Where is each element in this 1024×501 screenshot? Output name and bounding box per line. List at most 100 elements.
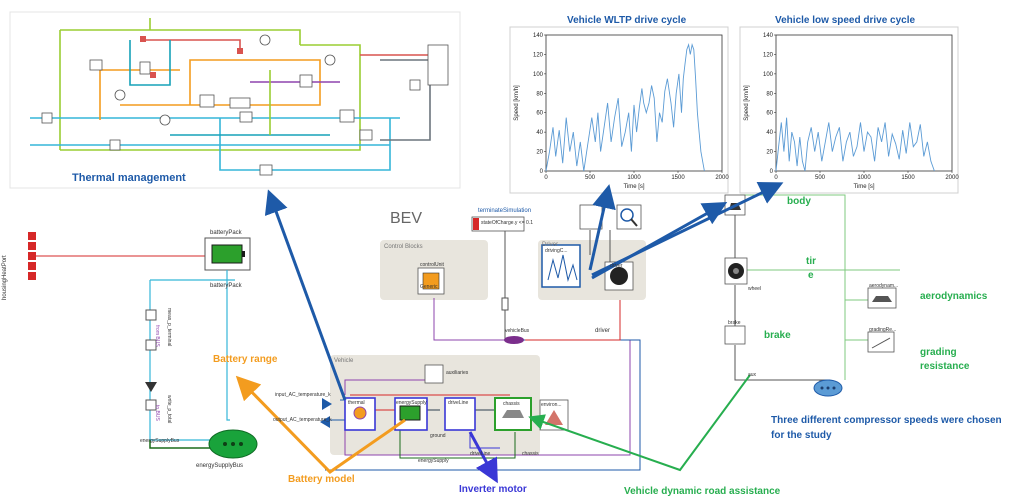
body-label: body [787, 196, 811, 207]
environment-label: environ... [541, 402, 562, 408]
thermal-schematic [9, 11, 461, 189]
wheel-label: wheel [748, 286, 762, 292]
x-tick-label: 1000 [627, 175, 641, 181]
y-tick-label: 0 [540, 169, 544, 175]
to-bus-label: to BUS [154, 405, 160, 421]
y-tick-label: 40 [536, 130, 543, 136]
y-tick-label: 120 [763, 52, 774, 58]
thermal-label: thermal [348, 400, 365, 406]
auxiliaries-label: auxiliaries [446, 370, 469, 376]
aerodynamics-block-label: aerodynam... [869, 283, 899, 289]
terminate-simulation-block [471, 216, 525, 232]
speed-series-line [775, 117, 935, 172]
y-tick-label: 40 [766, 130, 773, 136]
terminate-simulation-label: terminateSimulation [478, 208, 532, 214]
generic-label: Generic [420, 284, 438, 290]
driver-block-label: driver [610, 263, 623, 269]
y-axis-label: Speed [km/h] [514, 85, 520, 121]
x-axis-label: Time [s] [623, 184, 644, 190]
x-tick-label: 2000 [715, 175, 729, 181]
from-bus-label: from BUS [154, 325, 160, 347]
battery-pack-bottom-label: batteryPack [210, 283, 242, 289]
grading-label-line1: grading [920, 347, 957, 358]
y-tick-label: 20 [766, 150, 773, 156]
chassis-connector-label: chassis [522, 451, 539, 457]
aux-label: aux [748, 372, 757, 378]
y-tick-label: 100 [763, 72, 774, 78]
input-ac-label: input_AC_temperature_k [275, 392, 331, 398]
energy-supply-label: energySupply [396, 400, 427, 406]
battery-pack-detail [28, 232, 258, 459]
tire-label-line1: tir [806, 256, 816, 267]
output-ac-label: output_AC_temperature_k [273, 417, 332, 423]
ground-label: ground [430, 433, 446, 439]
road-assistance-label: Vehicle dynamic road assistance [624, 486, 781, 497]
y-tick-label: 140 [533, 33, 544, 39]
x-tick-label: 0 [774, 175, 778, 181]
grading-label-line2: resistance [920, 361, 970, 372]
x-tick-label: 1500 [671, 175, 685, 181]
y-axis-label: Speed [km/h] [744, 85, 750, 121]
chassis-detail [724, 194, 900, 397]
y-tick-label: 100 [533, 72, 544, 78]
housing-heat-port-label: housingHeatPort [2, 255, 8, 300]
driver-connector-label: driver [595, 328, 611, 334]
y-tick-label: 60 [766, 111, 773, 117]
brake-block [724, 325, 746, 345]
drive-line-block [444, 397, 476, 431]
thermal-management-arrow [264, 189, 347, 401]
battery-pack-top-label: batteryPack [210, 230, 242, 236]
terminate-condition-label: stateOfCharge.y <= 0.1 [481, 220, 533, 226]
vehicle-bus-label: vehicleBus [505, 328, 530, 334]
write-p-total-label: write_p_total [166, 395, 172, 424]
y-tick-label: 60 [536, 111, 543, 117]
x-tick-label: 500 [815, 175, 826, 181]
road-assistance-arrow [528, 374, 751, 472]
battery-range-label: Battery range [213, 354, 278, 365]
inverter-motor-arrow [468, 431, 498, 484]
compressor-label-line1: Three different compressor speeds were c… [771, 415, 1002, 426]
low-plot-title: Vehicle low speed drive cycle [775, 15, 916, 26]
battery-model-label: Battery model [288, 474, 355, 485]
y-tick-label: 80 [536, 91, 543, 97]
bev-system-diagram [320, 204, 646, 471]
auxiliaries-block [424, 364, 444, 384]
battery-arrow [235, 375, 406, 474]
energy-supply-connector-label: energySupply [418, 458, 449, 464]
grading-resistance-block [867, 331, 895, 353]
y-tick-label: 120 [533, 52, 544, 58]
x-tick-label: 2000 [945, 175, 959, 181]
compressor-label-line2: for the study [771, 430, 832, 441]
y-tick-label: 20 [536, 150, 543, 156]
drive-line-connector-label: driveLine [470, 451, 491, 457]
bev-title: BEV [390, 210, 423, 227]
tire-label-line2: e [808, 270, 814, 281]
driver-panel-title: Driver [542, 242, 558, 248]
x-axis-label: Time [s] [853, 184, 874, 190]
wltp-arrow [588, 184, 616, 271]
x-tick-label: 500 [585, 175, 596, 181]
x-tick-label: 1000 [857, 175, 871, 181]
control-blocks-title: Control Blocks [384, 244, 423, 250]
drive-line-label: driveLine [448, 400, 469, 406]
speed-series-line [545, 42, 705, 172]
aerodynamics-label: aerodynamics [920, 291, 988, 302]
energy-supply-bus-label: energySupplyBus [196, 463, 244, 469]
chassis-label: chassis [503, 401, 520, 407]
wltp-plot-title: Vehicle WLTP drive cycle [567, 15, 687, 26]
vehicle-panel-title: Vehicle [334, 358, 354, 364]
driving-cycle-label: drivingC... [545, 248, 568, 254]
meas-p-terminal-label: meas_p_terminal [166, 308, 172, 347]
energy-supply-bus-left-label: energySupplyBus [140, 438, 180, 444]
brake-label: brake [764, 330, 791, 341]
brake-block-label: brake [728, 320, 741, 326]
body-arrow [591, 202, 728, 280]
y-tick-label: 80 [766, 91, 773, 97]
inverter-motor-label: Inverter motor [459, 484, 527, 495]
x-tick-label: 1500 [901, 175, 915, 181]
control-unit-label: controlUnit [420, 262, 444, 268]
